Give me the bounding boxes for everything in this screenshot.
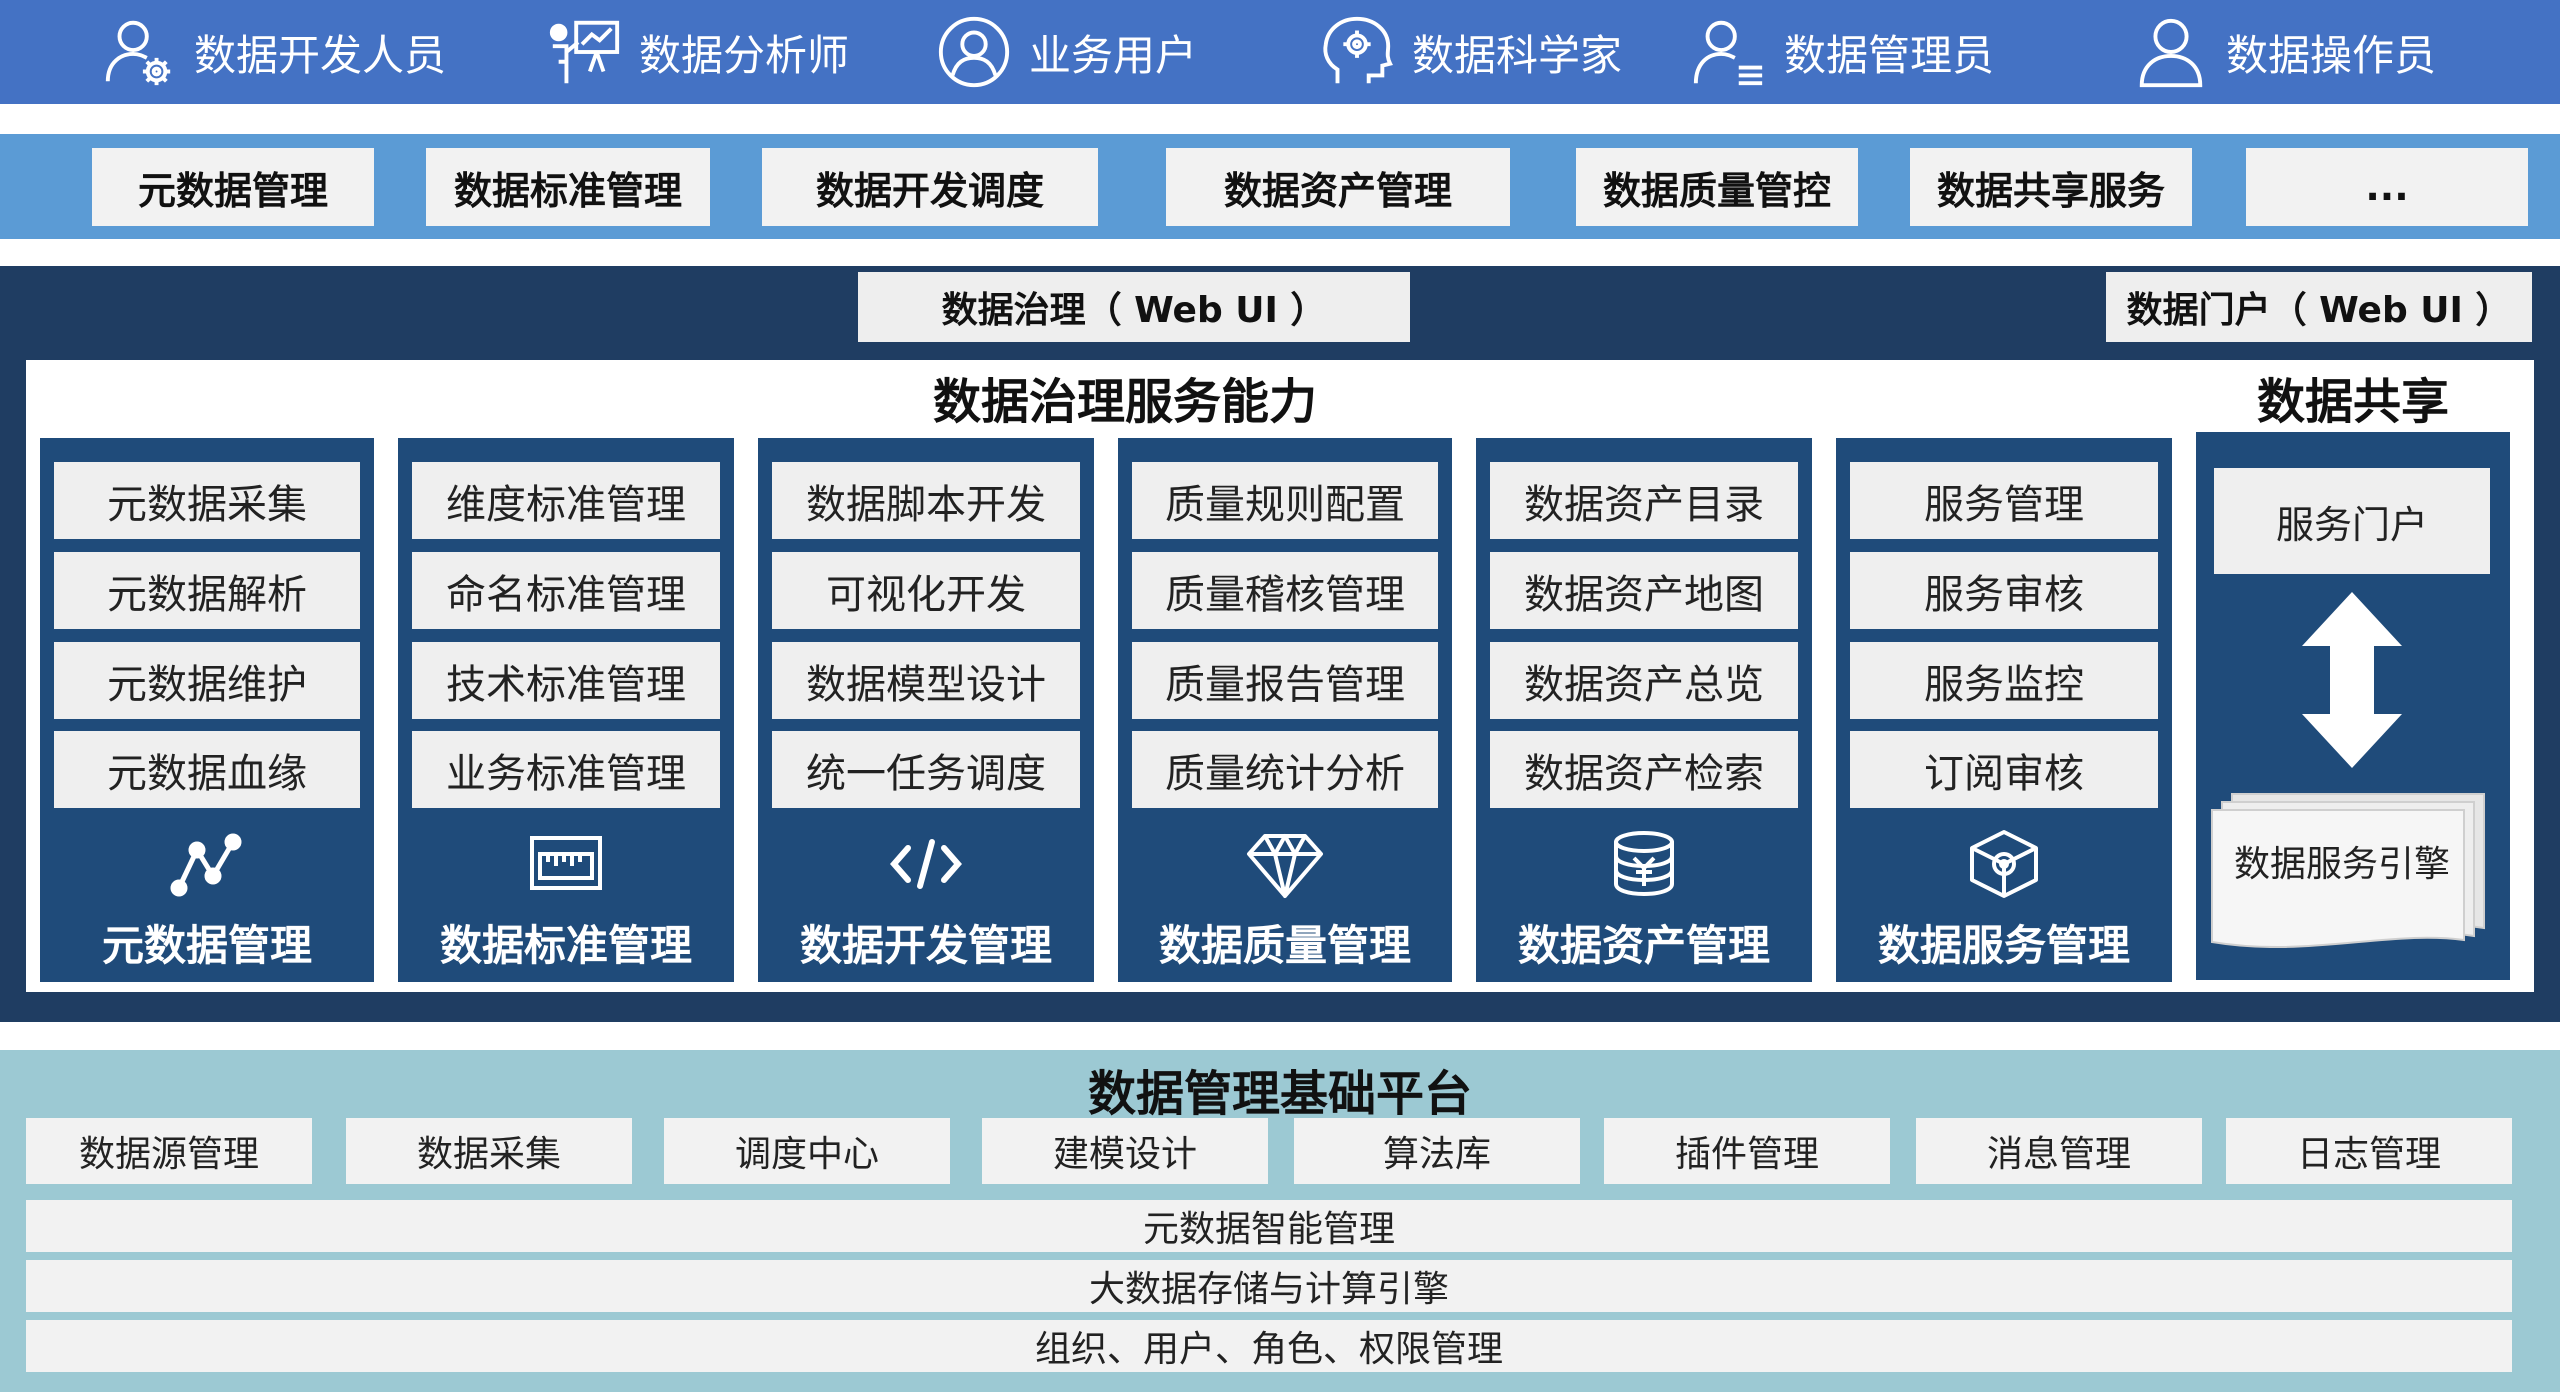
capability-item: 数据脚本开发 bbox=[772, 462, 1080, 539]
scientist-icon bbox=[1323, 16, 1393, 84]
capability-item: 数据资产地图 bbox=[1490, 552, 1798, 629]
analyst-icon bbox=[549, 20, 620, 84]
module-metadata: 元数据管理 bbox=[92, 148, 374, 226]
column-service: 服务管理 服务审核 服务监控 订阅审核 数据服务管理 bbox=[1836, 438, 2172, 982]
developer-icon bbox=[105, 20, 171, 86]
base-item: 数据源管理 bbox=[26, 1118, 312, 1184]
column-title: 数据标准管理 bbox=[439, 921, 692, 970]
governance-webui: 数据治理（ Web UI ） bbox=[858, 272, 1410, 342]
roles-band: 数据开发人员 数据分析师 业务用户 数据科学家 数据管理员 数据操作员 bbox=[0, 0, 2560, 104]
base-item: 消息管理 bbox=[1916, 1118, 2202, 1184]
business-user-icon bbox=[938, 16, 1010, 88]
base-row: 大数据存储与计算引擎 bbox=[26, 1260, 2512, 1312]
double-arrow-icon bbox=[2302, 592, 2402, 768]
column-title: 数据服务管理 bbox=[1877, 921, 2130, 970]
column-title: 数据开发管理 bbox=[799, 921, 1052, 970]
role-analyst: 数据分析师 bbox=[545, 0, 849, 104]
capability-item: 业务标准管理 bbox=[412, 731, 720, 808]
module-share-service: 数据共享服务 bbox=[1910, 148, 2192, 226]
role-label: 数据分析师 bbox=[639, 30, 850, 80]
capability-item: 服务监控 bbox=[1850, 642, 2158, 719]
code-icon bbox=[890, 839, 962, 889]
module-asset: 数据资产管理 bbox=[1166, 148, 1510, 226]
capability-item: 质量统计分析 bbox=[1132, 731, 1438, 808]
role-label: 数据科学家 bbox=[1412, 30, 1623, 80]
base-item: 插件管理 bbox=[1604, 1118, 1890, 1184]
metadata-graph-icon bbox=[170, 833, 242, 897]
role-label: 数据开发人员 bbox=[194, 30, 447, 80]
role-operator: 数据操作员 bbox=[2132, 0, 2436, 104]
capability-item: 元数据解析 bbox=[54, 552, 360, 629]
capability-item: 元数据维护 bbox=[54, 642, 360, 719]
column-quality: 质量规则配置 质量稽核管理 质量报告管理 质量统计分析 数据质量管理 bbox=[1118, 438, 1452, 982]
capability-item: 元数据采集 bbox=[54, 462, 360, 539]
base-item: 数据采集 bbox=[346, 1118, 632, 1184]
capability-item: 维度标准管理 bbox=[412, 462, 720, 539]
column-title: 数据资产管理 bbox=[1517, 921, 1770, 970]
capability-item: 数据资产目录 bbox=[1490, 462, 1798, 539]
module-more: ... bbox=[2246, 148, 2528, 226]
capability-item: 订阅审核 bbox=[1850, 731, 2158, 808]
capability-item: 数据资产检索 bbox=[1490, 731, 1798, 808]
base-item: 算法库 bbox=[1294, 1118, 1580, 1184]
ruler-icon bbox=[530, 836, 602, 890]
column-asset: 数据资产目录 数据资产地图 数据资产总览 数据资产检索 数据资产管理 bbox=[1476, 438, 1812, 982]
portal-webui: 数据门户（ Web UI ） bbox=[2106, 272, 2532, 342]
diamond-icon bbox=[1247, 834, 1323, 898]
role-business-user: 业务用户 bbox=[935, 0, 1197, 104]
capability-item: 服务审核 bbox=[1850, 552, 2158, 629]
data-service-engine: 数据服务引擎 bbox=[2233, 844, 2450, 885]
admin-icon bbox=[1693, 20, 1763, 86]
role-scientist: 数据科学家 bbox=[1318, 0, 1622, 104]
capability-title: 数据治理服务能力 bbox=[932, 374, 1317, 430]
module-dev-schedule: 数据开发调度 bbox=[762, 148, 1098, 226]
share-title: 数据共享 bbox=[2256, 374, 2449, 430]
capability-item: 命名标准管理 bbox=[412, 552, 720, 629]
capability-item: 数据模型设计 bbox=[772, 642, 1080, 719]
column-title: 数据质量管理 bbox=[1158, 921, 1411, 970]
module-quality: 数据质量管控 bbox=[1576, 148, 1858, 226]
capability-item: 统一任务调度 bbox=[772, 731, 1080, 808]
capability-item: 服务管理 bbox=[1850, 462, 2158, 539]
role-admin: 数据管理员 bbox=[1690, 0, 1994, 104]
base-item: 日志管理 bbox=[2226, 1118, 2512, 1184]
capability-item: 质量规则配置 bbox=[1132, 462, 1438, 539]
modules-band: 元数据管理 数据标准管理 数据开发调度 数据资产管理 数据质量管控 数据共享服务… bbox=[0, 134, 2560, 239]
column-metadata: 元数据采集 元数据解析 元数据维护 元数据血缘 元数据管理 bbox=[40, 438, 374, 982]
capability-item: 质量报告管理 bbox=[1132, 642, 1438, 719]
coin-stack-icon bbox=[1614, 831, 1674, 897]
capability-item: 质量稽核管理 bbox=[1132, 552, 1438, 629]
column-development: 数据脚本开发 可视化开发 数据模型设计 统一任务调度 数据开发管理 bbox=[758, 438, 1094, 982]
role-label: 业务用户 bbox=[1029, 30, 1198, 80]
module-standard: 数据标准管理 bbox=[426, 148, 710, 226]
service-portal: 服务门户 bbox=[2214, 468, 2490, 574]
document-stack-icon bbox=[2211, 793, 2485, 948]
capability-item: 技术标准管理 bbox=[412, 642, 720, 719]
role-label: 数据管理员 bbox=[1784, 30, 1995, 80]
capability-item: 可视化开发 bbox=[772, 552, 1080, 629]
capability-item: 元数据血缘 bbox=[54, 731, 360, 808]
capability-item: 数据资产总览 bbox=[1490, 642, 1798, 719]
base-item: 调度中心 bbox=[664, 1118, 950, 1184]
base-row: 元数据智能管理 bbox=[26, 1200, 2512, 1252]
base-title: 数据管理基础平台 bbox=[1087, 1066, 1472, 1122]
role-developer: 数据开发人员 bbox=[100, 0, 446, 104]
data-share-column: 服务门户 数据服务引擎 bbox=[2196, 432, 2510, 980]
operator-icon bbox=[2139, 18, 2203, 88]
role-label: 数据操作员 bbox=[2226, 30, 2437, 80]
base-row: 组织、用户、角色、权限管理 bbox=[26, 1320, 2512, 1372]
column-title: 元数据管理 bbox=[101, 921, 312, 970]
base-item: 建模设计 bbox=[982, 1118, 1268, 1184]
cube-gear-icon bbox=[1970, 830, 2038, 898]
column-standard: 维度标准管理 命名标准管理 技术标准管理 业务标准管理 数据标准管理 bbox=[398, 438, 734, 982]
